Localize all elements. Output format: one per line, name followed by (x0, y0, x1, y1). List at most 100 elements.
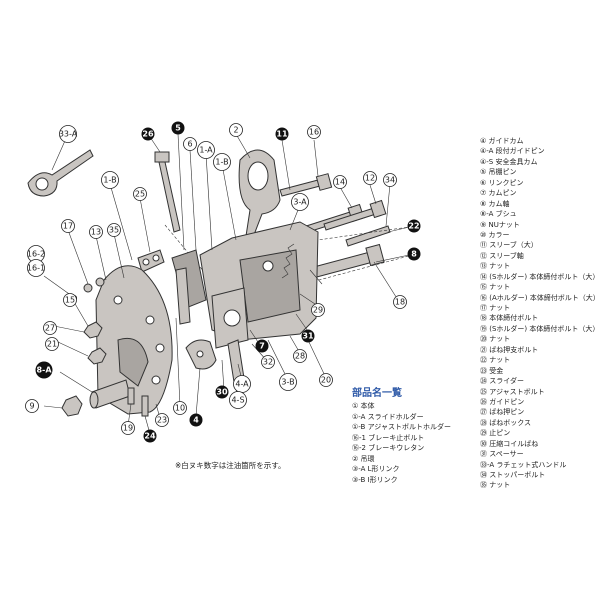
parts-list-item: ⑤ 吊棚ピン (480, 168, 517, 177)
callout-label: 19 (123, 424, 133, 433)
callout-1-B: 1-B (101, 171, 119, 189)
parts-list-item: ⑰ ナット (480, 304, 511, 312)
parts-list-item: ㉟ ナット (480, 481, 511, 490)
callout-26: 26 (141, 127, 155, 141)
callout-label: 20 (321, 376, 331, 385)
callout-label: 27 (45, 324, 55, 333)
side-plate-part (95, 265, 173, 415)
legend-item: ①-B アジャストボルトホルダー (352, 423, 451, 431)
callout-1-B: 1-B (213, 153, 231, 171)
parts-list-item: ㉞ ストッパーボルト (480, 471, 546, 479)
parts-list-item: ㉔ スライダー (480, 377, 524, 386)
parts-list-item: ㉚ 圧縮コイルばね (480, 439, 539, 448)
callout-label: 7 (259, 342, 265, 351)
callout-35: 35 (107, 223, 121, 237)
parts-list-item: ⑫ スリーブ軸 (480, 251, 524, 260)
callout-label: 21 (47, 340, 57, 349)
callout-label: 15 (65, 296, 75, 305)
parts-list-item: ㉙ 止ピン (480, 429, 511, 438)
legend-title: 部品名一覧 (352, 388, 402, 399)
callout-24: 24 (143, 429, 157, 443)
parts-list-item: ⑥ リンクピン (480, 178, 524, 187)
parts-list-item: ⑨ NUナット (480, 220, 520, 229)
callout-15: 15 (63, 293, 77, 307)
callout-27: 27 (43, 321, 57, 335)
callout-21: 21 (45, 337, 59, 351)
callout-33-A: 33-A (59, 125, 78, 143)
component-legend: 部品名一覧 ① 本体 ①-A スライドホルダー ①-B アジャストボルトホルダー… (352, 384, 482, 485)
callout-10: 10 (173, 401, 187, 415)
callout-20: 20 (319, 373, 333, 387)
spacer-part (137, 249, 165, 273)
parts-list-item: ⑯ (Aホルダー) 本体締付ボルト（大） (480, 293, 598, 302)
callout-label: 30 (216, 388, 228, 397)
parts-list-item: ㉕ アジャストボルト (480, 387, 545, 396)
callout-25: 25 (133, 187, 147, 201)
callout-label: 4-S (231, 396, 244, 405)
callout-11: 11 (275, 127, 289, 141)
nut-17-part (83, 277, 105, 293)
callout-4-S: 4-S (229, 391, 247, 409)
callout-label: 2 (233, 126, 238, 135)
callout-label: 6 (187, 140, 192, 149)
callout-label: 28 (295, 352, 305, 361)
parts-list-item: ㉘ ばねボックス (480, 418, 532, 427)
callout-label: 18 (395, 298, 405, 307)
parts-list-item: ④-A 段付ガイドピン (480, 147, 545, 156)
callout-16-1: 16-1 (27, 259, 45, 277)
callout-3-B: 3-B (279, 373, 297, 391)
callout-label: 4-A (235, 380, 249, 389)
callout-8-A: 8-A (35, 361, 53, 379)
parts-list-item: ④ ガイドカム (480, 137, 524, 145)
callout-16: 16 (307, 125, 321, 139)
pin-19-part (127, 387, 135, 405)
callout-label: 1-B (103, 176, 116, 185)
callout-label: 11 (276, 130, 288, 139)
lubrication-note: ※白ヌキ数字は注油箇所を示す。 (175, 461, 286, 470)
callout-label: 12 (365, 174, 375, 183)
legend-item: ① 本体 (352, 402, 375, 410)
parts-list-item: ㉓ 受金 (480, 366, 504, 375)
parts-list-item: ⑭ (Sホルダー) 本体締付ボルト（大） (480, 272, 598, 281)
callout-23: 23 (155, 413, 169, 427)
callout-2: 2 (229, 123, 243, 137)
callout-31: 31 (301, 329, 315, 343)
callout-3-A: 3-A (291, 193, 309, 211)
callout-label: 24 (144, 432, 156, 441)
bolt-18-part (309, 243, 385, 279)
callout-label: 16-1 (27, 264, 45, 273)
parts-list-item: ⑧-A ブシュ (480, 210, 517, 219)
slide-holder-part (171, 249, 207, 325)
callout-label: 9 (29, 402, 34, 411)
callout-label: 31 (302, 332, 314, 341)
parts-list-item: ⑧ カム軸 (480, 199, 510, 208)
parts-list: ④ ガイドカム ④-A 段付ガイドピン ④-S 安全金具カム ⑤ 吊棚ピン ⑥ … (480, 136, 598, 491)
parts-list-item: ㉒ ナット (480, 356, 511, 365)
callout-label: 35 (109, 226, 119, 235)
main-body-part (199, 221, 319, 349)
callout-label: 22 (408, 222, 419, 231)
callout-4: 4 (189, 413, 203, 427)
parts-list-item: ㉗ ばね押ピン (480, 408, 525, 417)
callout-label: 16-2 (27, 250, 45, 259)
callout-label: 34 (385, 176, 395, 185)
callout-label: 29 (313, 306, 323, 315)
callout-12: 12 (363, 171, 377, 185)
parts-list-item: ⑬ ナット (480, 262, 511, 271)
parts-list-item: ㉑ ばね押支ボルト (480, 345, 539, 354)
callout-14: 14 (333, 175, 347, 189)
parts-list-item: ⑳ ナット (480, 335, 511, 344)
callout-18: 18 (393, 295, 407, 309)
callout-label: 1-B (215, 158, 228, 167)
callout-6: 6 (183, 137, 197, 151)
ratchet-handle-part (27, 149, 94, 197)
callout-5: 5 (171, 121, 185, 135)
parts-list-item: ⑩ カラー (480, 230, 510, 239)
callout-29: 29 (311, 303, 325, 317)
callout-label: 23 (157, 416, 167, 425)
callout-label: 26 (142, 130, 154, 139)
callout-4-A: 4-A (233, 375, 251, 393)
